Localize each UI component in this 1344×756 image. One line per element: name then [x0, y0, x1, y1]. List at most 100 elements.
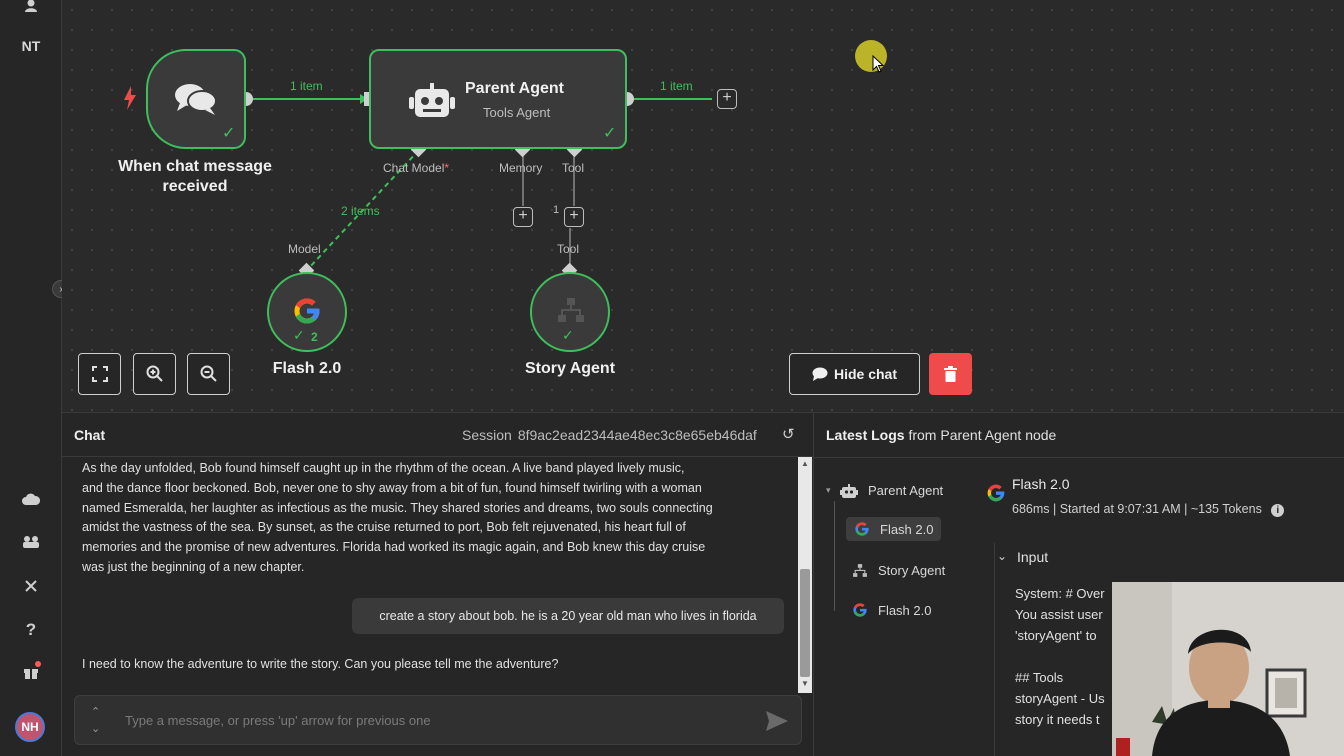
- input-section-title[interactable]: Input: [1017, 549, 1049, 565]
- variables-icon[interactable]: [0, 571, 62, 601]
- flash-node-label: Flash 2.0: [272, 360, 342, 377]
- story-port-label: Tool: [557, 242, 580, 256]
- bot-message-line: amidst the vastness of the sea. By sunse…: [82, 520, 686, 535]
- agent-subtitle: Tools Agent: [483, 105, 551, 120]
- community-icon[interactable]: [0, 527, 62, 557]
- trigger-label-line1: When chat message: [118, 158, 272, 175]
- fullscreen-icon: [91, 366, 108, 382]
- bot-message: I need to know the adventure to write th…: [82, 657, 559, 671]
- chat-title: Chat: [74, 427, 106, 443]
- info-icon[interactable]: i: [1271, 504, 1285, 517]
- trigger-lightning-icon: [124, 86, 136, 110]
- log-tree-item-flash[interactable]: Flash 2.0: [852, 602, 931, 618]
- chat-header: Chat Session 8f9ac2ead2344ae48ec3c8e65eb4…: [62, 413, 814, 457]
- logs-header: Latest Logs from Parent Agent node: [826, 427, 1056, 443]
- add-tool-plus-icon[interactable]: +: [564, 207, 584, 227]
- mouse-cursor-icon: [872, 55, 884, 73]
- tree-guide-line: [834, 501, 835, 611]
- zoom-in-icon: [146, 365, 163, 382]
- scroll-down-icon[interactable]: ▼: [801, 679, 809, 688]
- reset-session-icon[interactable]: ↺: [782, 426, 795, 443]
- input-section-body: System: # Over You assist user 'storyAge…: [1015, 586, 1105, 727]
- hide-chat-button[interactable]: Hide chat: [789, 353, 920, 395]
- tree-item-label: Flash 2.0: [878, 602, 932, 618]
- network-icon: [558, 298, 584, 322]
- log-detail-meta: 686ms | Started at 9:07:31 AM | ~135 Tok…: [1012, 502, 1285, 517]
- chat-input-container: ⌃⌄: [74, 695, 802, 745]
- workflow-canvas[interactable]: ✓ When chat message received 1 item Pare…: [62, 0, 1344, 412]
- add-memory-plus-icon[interactable]: +: [513, 207, 533, 227]
- zoom-in-button[interactable]: [133, 353, 176, 395]
- google-icon: [855, 522, 869, 536]
- network-icon: [853, 563, 867, 577]
- tree-collapse-chevron-icon[interactable]: ▾: [826, 485, 831, 495]
- log-tree-item-parent-agent[interactable]: Parent Agent: [840, 483, 943, 498]
- tree-item-label: Flash 2.0: [880, 521, 934, 537]
- google-icon: [294, 298, 320, 324]
- bot-message-line: and the dance floor beckoned. Bob, never…: [82, 480, 702, 495]
- trigger-label-line2: received: [162, 178, 228, 195]
- canvas-edges: [239, 92, 712, 279]
- chat-trigger-node[interactable]: ✓: [146, 49, 246, 149]
- chat-scrollbar[interactable]: ▲ ▼: [798, 457, 812, 693]
- success-check-icon: ✓: [293, 327, 305, 343]
- workspace-initials[interactable]: NT: [21, 38, 41, 54]
- notification-dot: [35, 661, 41, 667]
- webcam-person-image: [1112, 582, 1344, 756]
- session-id: 8f9ac2ead2344ae48ec3c8e65eb46daf: [517, 427, 757, 443]
- trash-icon: [944, 366, 957, 382]
- story-agent-node[interactable]: ✓: [530, 272, 610, 352]
- robot-icon: [840, 483, 858, 498]
- cloud-icon[interactable]: [0, 484, 62, 514]
- parent-agent-node[interactable]: Parent Agent Tools Agent ✓: [369, 49, 627, 149]
- zoom-out-button[interactable]: [187, 353, 230, 395]
- add-next-node-plus-icon[interactable]: +: [717, 89, 737, 109]
- edge-count-in: 1 item: [290, 79, 323, 93]
- success-check-icon: ✓: [603, 125, 617, 142]
- delete-execution-button[interactable]: [929, 353, 972, 395]
- gift-icon[interactable]: [0, 657, 62, 687]
- chat-model-text: Chat Model: [383, 161, 445, 175]
- help-icon[interactable]: ?: [25, 620, 37, 639]
- flash-model-node[interactable]: ✓ 2: [267, 272, 347, 352]
- chat-bubbles-icon: [175, 84, 217, 115]
- user-message: create a story about bob. he is a 20 yea…: [352, 598, 784, 634]
- flash-port-label: Model: [288, 242, 321, 256]
- logs-header-suffix: from Parent Agent node: [908, 427, 1057, 443]
- port-label-memory: Memory: [499, 161, 543, 175]
- chat-message-input[interactable]: [125, 710, 725, 730]
- avatar[interactable]: NH: [15, 712, 45, 742]
- bot-message-line: As the day unfolded, Bob found himself c…: [82, 461, 685, 475]
- scroll-up-icon[interactable]: ▲: [801, 459, 809, 468]
- user-icon[interactable]: [0, 0, 62, 20]
- google-icon: [987, 484, 1005, 502]
- edge-count-out: 1 item: [660, 79, 693, 93]
- trigger-node-label: When chat message received: [110, 157, 280, 197]
- chat-panel: Chat Session 8f9ac2ead2344ae48ec3c8e65eb4…: [62, 412, 814, 756]
- history-arrows-icon[interactable]: ⌃⌄: [91, 706, 101, 735]
- log-tree-item-story-agent[interactable]: Story Agent: [852, 563, 945, 578]
- send-icon[interactable]: [765, 710, 789, 732]
- left-sidebar: NT ? NH: [0, 0, 62, 756]
- tool-edge-count: 1: [553, 204, 560, 216]
- port-label-chat-model: Chat Model*: [383, 161, 449, 175]
- logs-header-prefix: Latest Logs: [826, 427, 905, 443]
- story-node-label: Story Agent: [524, 360, 616, 377]
- scroll-thumb[interactable]: [800, 569, 810, 677]
- robot-icon: [409, 83, 455, 117]
- bot-message-line: memories and the promise of new adventur…: [82, 540, 706, 555]
- cursor-highlight: [855, 40, 887, 72]
- run-count-badge: 2: [311, 330, 318, 344]
- session-label: Session: [462, 427, 512, 443]
- google-icon: [853, 603, 867, 617]
- bot-message-line: was just the beginning of a new chapter.: [82, 559, 305, 574]
- fit-view-button[interactable]: [78, 353, 121, 395]
- log-tree-item-flash-selected[interactable]: Flash 2.0: [846, 517, 942, 541]
- chat-bubble-icon: [812, 367, 828, 381]
- success-check-icon: ✓: [222, 125, 236, 142]
- bot-message: As the day unfolded, Bob found himself c…: [82, 459, 782, 578]
- required-marker: *: [444, 161, 450, 175]
- chevron-down-icon[interactable]: ⌄: [997, 549, 1008, 563]
- divider: [814, 457, 1344, 458]
